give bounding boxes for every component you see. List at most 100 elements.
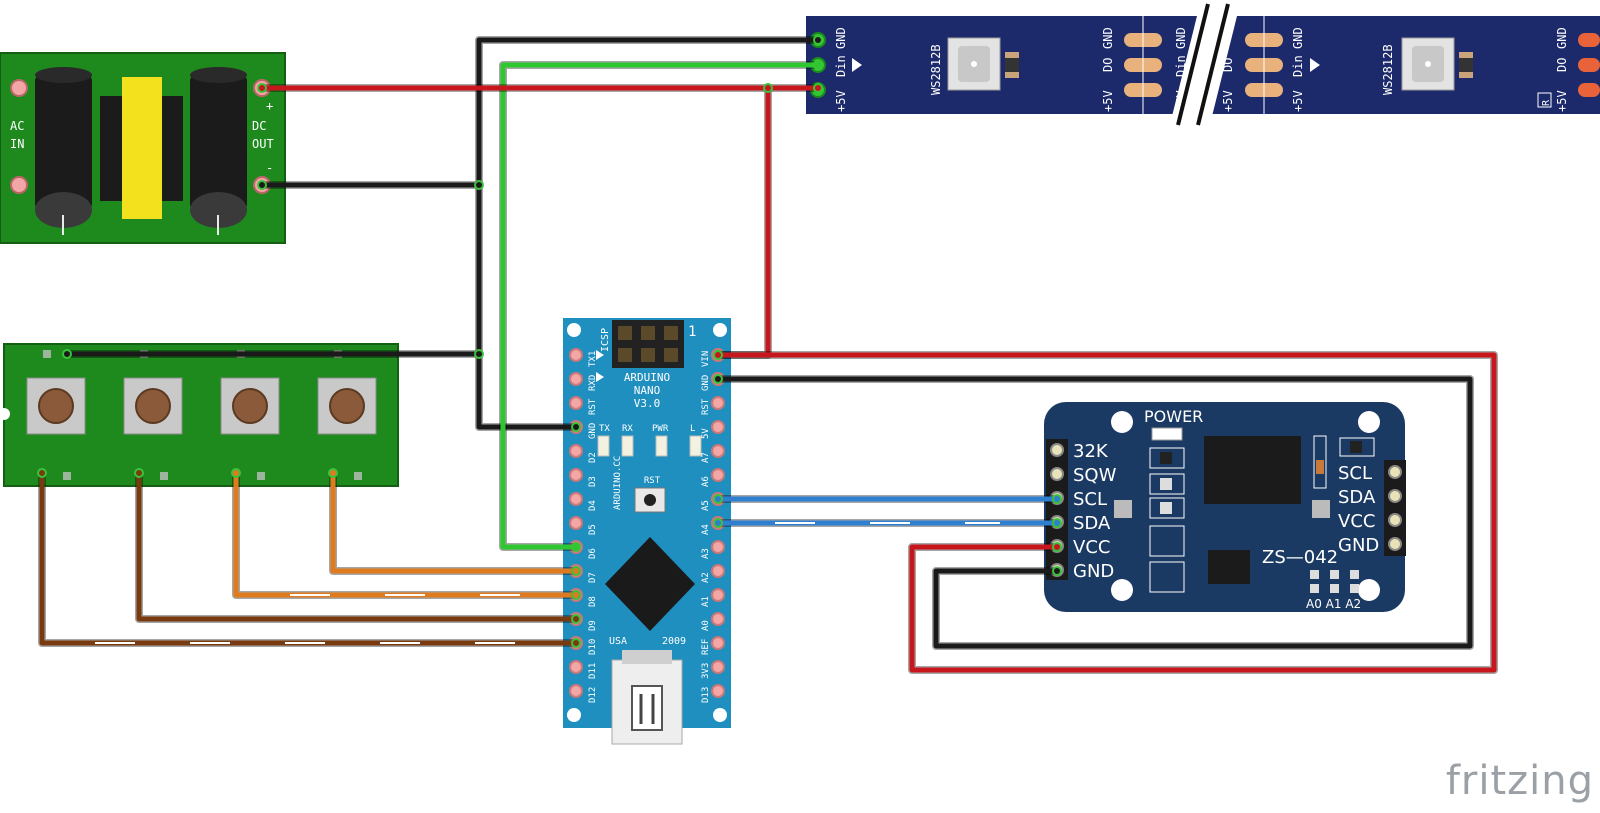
pwr-led-label: PWR [652,424,669,434]
wire-button-d8[interactable] [233,473,576,598]
push-button[interactable] [26,350,86,480]
microcontroller-chip [605,537,695,631]
nano-pin-right[interactable] [711,612,725,626]
wire-endpoint [713,518,723,528]
nano-pin-right-label: A3 [701,548,711,559]
rtc-chip [1204,436,1301,504]
l-led-label: L [690,424,695,434]
nano-pin-right[interactable] [711,540,725,554]
nano-pin-left[interactable] [569,516,583,530]
wire-gnd-rtc[interactable] [718,376,1473,649]
nano-title-line3: V3.0 [634,397,661,410]
nano-pin-right[interactable] [711,444,725,458]
strip-a-out-do: DO [1101,58,1115,72]
ac-label: AC [10,119,24,133]
pin-one-label: 1 [688,324,696,340]
strip-b2-pin-do: DO [1221,58,1235,72]
wire-endpoint [713,350,723,360]
push-button[interactable] [123,350,183,480]
nano-pin-right[interactable] [711,684,725,698]
nano-pin-right[interactable] [711,564,725,578]
wire-endpoint [62,349,72,359]
wire-endpoint [571,422,581,432]
in-label: IN [10,137,24,151]
wire-endpoint [474,180,484,190]
nano-pin-right-label: A5 [701,500,711,511]
wire-endpoint [763,83,773,93]
wire-vin-rtc[interactable] [718,352,1497,673]
nano-pin-left[interactable] [569,444,583,458]
rtc-pin-right[interactable] [1388,513,1402,527]
tx-led-label: TX [599,424,610,434]
rtc-pin-right[interactable] [1388,537,1402,551]
nano-pin-left[interactable] [569,660,583,674]
rtc-module: POWER ZS—042 A0 A1 A2 32KSQWSCLSDAVCCGND… [1044,402,1406,612]
nano-pin-right[interactable] [711,588,725,602]
wire-din[interactable] [500,62,818,550]
nano-pin-left-label: TX1 [588,351,598,367]
strip-c-out-gnd: GND [1555,27,1569,49]
nano-pin-left-label: D11 [588,663,598,679]
strip-c-pin-gnd: GND [1291,27,1305,49]
strip-a-pin-din: Din [834,55,848,77]
wire-endpoint [1052,518,1062,528]
wire-endpoint [257,180,267,190]
wire-endpoint [1052,494,1062,504]
nano-pin-left[interactable] [569,396,583,410]
rtc-pin-left[interactable] [1050,443,1064,457]
wire-button-d7[interactable] [330,473,576,574]
wire-endpoint [571,566,581,576]
wire-endpoint [474,349,484,359]
registered-mark: R [1541,99,1552,106]
wire-endpoint [571,638,581,648]
nano-pin-right-label: 5V [701,428,711,439]
wire-5v-vin[interactable] [718,88,771,358]
wire-endpoint [1052,566,1062,576]
nano-pin-left[interactable] [569,348,583,362]
nano-pin-right-label: A1 [701,596,711,607]
year-label: 2009 [662,636,686,647]
rtc-pin-right[interactable] [1388,489,1402,503]
arduino-cc-label: ARDUINO.CC [613,456,623,510]
rtc-pin-left-label: SDA [1073,513,1111,534]
minus-label: - [266,161,273,175]
wire-endpoint [813,83,823,93]
nano-pin-right[interactable] [711,660,725,674]
nano-pin-left-label: D2 [588,452,598,463]
rtc-pin-left-label: SCL [1073,489,1107,510]
nano-pin-left-label: D9 [588,620,598,631]
rtc-power-label: POWER [1144,407,1203,426]
nano-pin-right[interactable] [711,420,725,434]
wire-endpoint [571,590,581,600]
rtc-model-label: ZS—042 [1262,547,1338,568]
rtc-pin-left-label: VCC [1073,537,1110,558]
nano-pin-left[interactable] [569,468,583,482]
nano-pin-left[interactable] [569,492,583,506]
nano-pin-left-label: RXD [588,375,598,391]
chip-label-a: WS2812B [929,44,943,95]
wire-endpoint [1052,542,1062,552]
nano-pin-right-label: GND [701,375,711,391]
wire-endpoint [571,614,581,624]
usb-connector [611,650,683,745]
nano-pin-left-label: D6 [588,548,598,559]
wire-gnd-strip[interactable] [476,37,818,430]
nano-pin-right-label: A4 [701,524,711,535]
nano-pin-left[interactable] [569,684,583,698]
nano-pin-right-label: 3V3 [701,663,711,679]
strip-b-pin-gnd: GND [1174,27,1188,49]
nano-pin-left[interactable] [569,372,583,386]
wire-button-d9[interactable] [136,473,576,622]
nano-pin-right[interactable] [711,468,725,482]
rtc-pin-right[interactable] [1388,465,1402,479]
wires [37,35,1498,674]
push-button[interactable] [317,350,377,480]
nano-pin-right[interactable] [711,396,725,410]
rtc-pin-left[interactable] [1050,467,1064,481]
nano-pin-left-label: RST [588,398,598,415]
push-button[interactable] [220,350,280,480]
out-label: OUT [252,137,274,151]
nano-pin-right[interactable] [711,636,725,650]
rtc-pin-left-label: SQW [1073,465,1117,486]
